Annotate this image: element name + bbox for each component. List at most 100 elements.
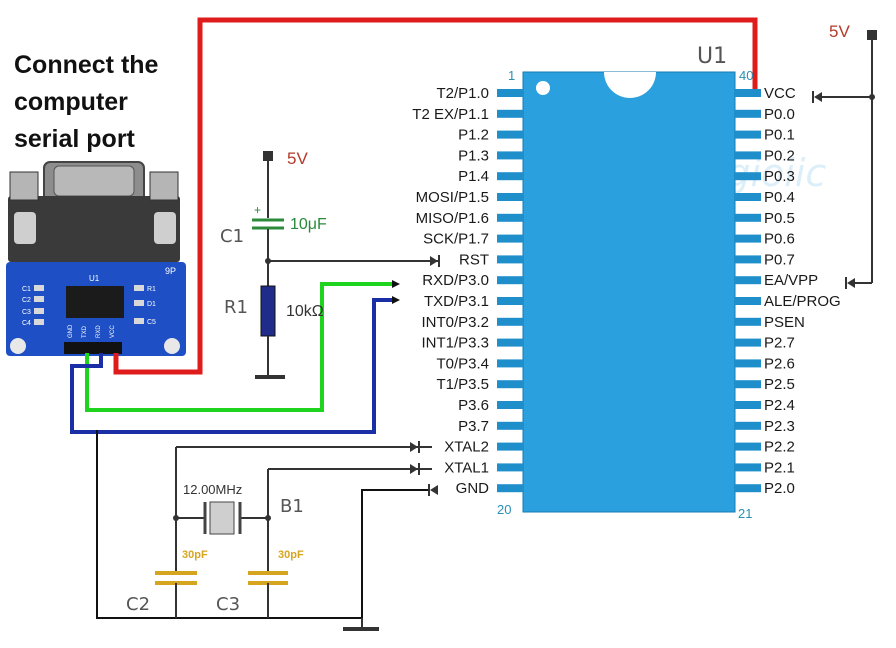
- left-pin-label: MISO/P1.6: [416, 210, 489, 227]
- module-part-c1: C1: [22, 286, 31, 293]
- smd-c4: [34, 319, 44, 325]
- module-port-label: 9P: [165, 266, 176, 276]
- left-pin-column: T2/P1.0T2 EX/P1.1P1.2P1.3P1.4MOSI/P1.5MI…: [412, 85, 523, 497]
- left-pin-label: GND: [456, 480, 490, 497]
- left-pin-label: T0/P3.4: [436, 355, 489, 372]
- left-pin-label: RXD/P3.0: [422, 272, 489, 289]
- right-pin-label: P2.5: [764, 376, 795, 393]
- reset-network: 5V + C1 10μF R1 10kΩ: [220, 149, 438, 379]
- right-pin-column: VCCP0.0P0.1P0.2P0.3P0.4P0.5P0.6P0.7EA/VP…: [735, 85, 841, 497]
- right-pin-label: P2.1: [764, 459, 795, 476]
- smd-c2: [34, 296, 44, 302]
- txd-arrow-icon: [392, 296, 400, 304]
- left-pin-pad: [497, 317, 523, 326]
- right-pin-label: P0.6: [764, 231, 795, 248]
- caption-line-2: computer: [14, 88, 128, 116]
- right-pin-label: P2.0: [764, 480, 795, 497]
- module-part-c3: C3: [22, 309, 31, 316]
- right-pin-pad: [735, 213, 761, 222]
- right-pin-label: ALE/PROG: [764, 293, 841, 310]
- left-pin-pad: [497, 213, 523, 222]
- rst-arrow-icon: [430, 256, 438, 266]
- right-pin-pad: [735, 89, 761, 97]
- crystal-body: [209, 501, 235, 535]
- left-pin-pad: [497, 380, 523, 389]
- crystal-value: 12.00MHz: [183, 482, 242, 497]
- right-pin-label: EA/VPP: [764, 272, 818, 289]
- oscillator-network: 12.00MHz B1 30pF C2 30pF C3: [126, 446, 432, 631]
- left-pin-label: P3.7: [458, 418, 489, 435]
- module-pin-gnd: GND: [68, 324, 74, 338]
- left-pin-pad: [497, 484, 523, 493]
- right-pin-pad: [735, 276, 761, 285]
- left-pin-pad: [497, 276, 523, 285]
- c3-value: 30pF: [278, 549, 304, 561]
- crystal-ref: B1: [280, 496, 304, 517]
- left-pin-pad: [497, 297, 523, 305]
- module-part-c4: C4: [22, 320, 31, 327]
- r1-ref: R1: [224, 297, 248, 318]
- left-pin-pad: [497, 89, 523, 97]
- pin1-dot: [536, 81, 550, 95]
- right-pin-pad: [735, 359, 761, 368]
- module-pin-vcc: VCC: [110, 325, 116, 338]
- right-pin-label: P0.1: [764, 127, 795, 144]
- right-pin-pad: [735, 380, 761, 389]
- left-pin-pad: [497, 421, 523, 430]
- c2-value: 30pF: [182, 549, 208, 561]
- left-pin-pad: [497, 234, 523, 243]
- right-pin-pad: [735, 130, 761, 139]
- left-pin-label: TXD/P3.1: [424, 293, 489, 310]
- right-pin-label: P2.4: [764, 397, 795, 414]
- smd-c3: [34, 308, 44, 314]
- vcc-network: 5V: [822, 22, 877, 284]
- chip-ref: U1: [697, 44, 727, 69]
- caption-block: Connect the computer serial port: [14, 51, 159, 153]
- vcc-5v-label: 5V: [829, 22, 850, 41]
- module-pin-txd: TXD: [82, 325, 88, 338]
- wire-gnd-black: [96, 430, 430, 619]
- module-part-c5: C5: [147, 319, 156, 326]
- serial-module: 9P U1 R1 D1 C5 C1 C2 C3 C4 GND TXD RXD V…: [6, 161, 186, 356]
- left-pin-label: INT1/P3.3: [421, 335, 489, 352]
- right-pin-label: P0.3: [764, 168, 795, 185]
- db9-hole-left: [14, 212, 36, 244]
- module-part-c2: C2: [22, 297, 31, 304]
- module-header: [64, 342, 122, 354]
- left-pin-label: SCK/P1.7: [423, 231, 489, 248]
- pcb-hole-left: [10, 338, 26, 354]
- c3-ref: C3: [216, 594, 240, 615]
- right-pin-pad: [735, 421, 761, 430]
- smd-r1: [134, 285, 144, 291]
- gnd-arrow-icon: [430, 485, 438, 495]
- left-pin-label: XTAL2: [444, 439, 489, 456]
- rst-5v-terminal: [263, 151, 273, 161]
- smd-d1: [134, 300, 144, 306]
- db9-mount-right: [149, 171, 179, 201]
- left-pin-pad: [497, 359, 523, 368]
- right-pin-pad: [735, 193, 761, 201]
- r1-value: 10kΩ: [286, 303, 324, 320]
- right-pin-label: P0.7: [764, 251, 795, 268]
- left-pin-pad: [497, 338, 523, 347]
- left-pin-label: XTAL1: [444, 459, 489, 476]
- right-pin-label: P0.4: [764, 189, 795, 206]
- module-ic: [66, 286, 124, 318]
- left-pin-label: T2 EX/P1.1: [412, 106, 489, 123]
- xtal2-arrow-icon: [410, 442, 418, 452]
- vcc-5v-terminal: [867, 30, 877, 40]
- db9-face: [53, 165, 135, 197]
- chip-notch: [604, 72, 656, 98]
- right-pin-pad: [735, 317, 761, 326]
- right-pin-label: P0.0: [764, 106, 795, 123]
- r1-ground-bar: [255, 375, 285, 379]
- right-pin-pad: [735, 338, 761, 347]
- vcc-junction: [869, 94, 875, 100]
- left-pin-pad: [497, 193, 523, 201]
- arrow-markers: [392, 91, 855, 496]
- right-pin-label: P0.2: [764, 147, 795, 164]
- left-pin-pad: [497, 130, 523, 139]
- pcb-hole-right: [164, 338, 180, 354]
- right-pin-pad: [735, 463, 761, 472]
- right-pin-label: P0.5: [764, 210, 795, 227]
